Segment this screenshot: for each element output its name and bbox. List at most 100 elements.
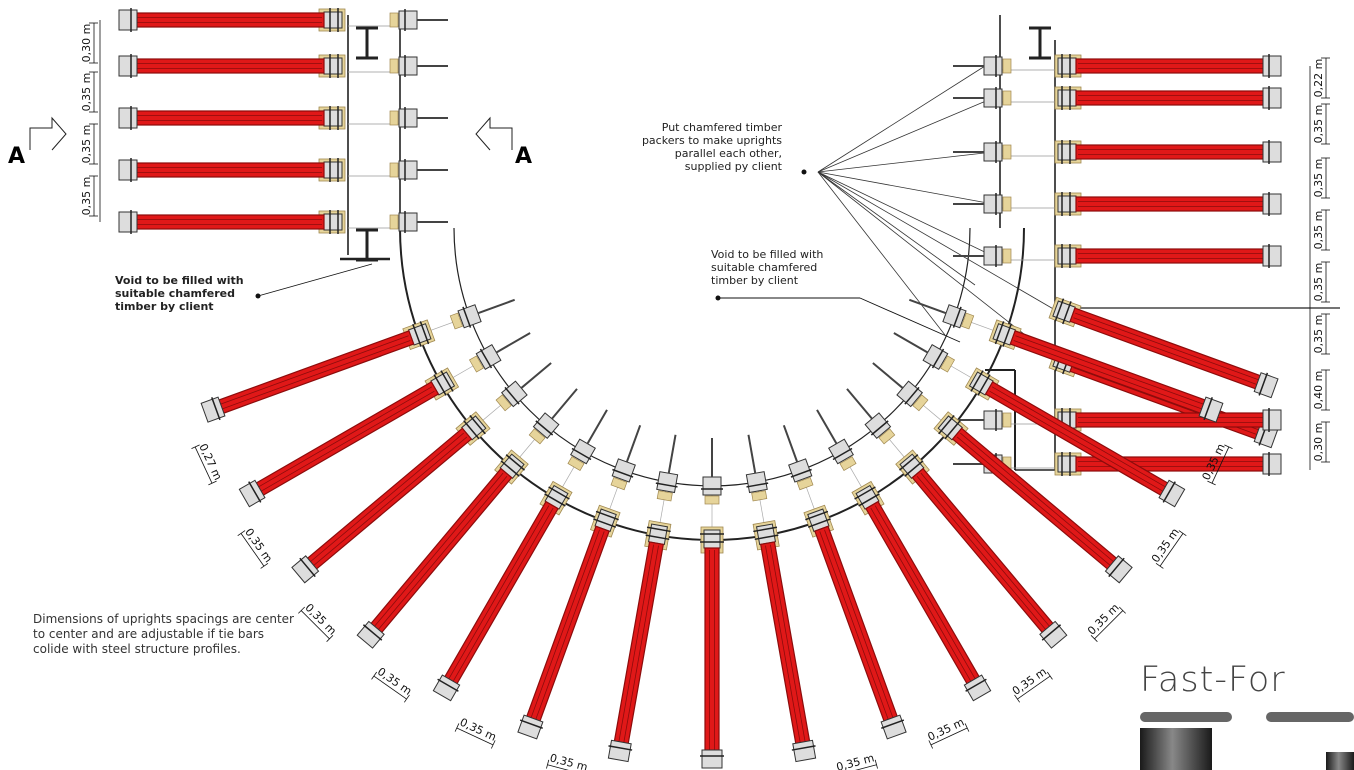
dimension-value: 0,35 m: [458, 716, 499, 744]
foot-plate-line: [1162, 481, 1176, 503]
prop-foot: [291, 555, 320, 584]
left-tiebar-4: [389, 159, 448, 181]
dimension-tick: [964, 723, 970, 732]
tie-bar-rod: [625, 424, 642, 463]
right-dimension-2: 0,35 m: [1312, 103, 1330, 145]
timber-packer: [940, 355, 956, 373]
dimension-tick: [874, 759, 878, 769]
left-prop-4: [118, 158, 346, 182]
prop-foot: [1262, 55, 1282, 77]
screw-jack-head: [1057, 143, 1077, 161]
dimension-tick: [260, 562, 269, 569]
steel-ibeam-top-right: [1029, 26, 1051, 60]
logo-bar-left: [1140, 712, 1232, 722]
jack-plate-line: [807, 518, 831, 528]
leader-line-7: [817, 171, 946, 336]
prop-foot: [792, 739, 817, 763]
tie-bar-rod: [872, 362, 904, 389]
leader-line-5: [817, 171, 994, 257]
prop-foot: [118, 107, 138, 129]
prop-tube: [1075, 58, 1266, 74]
prop-tube-edge: [313, 436, 468, 566]
timber-packer: [960, 312, 975, 330]
arc-dimension-11: 0,35 m: [1010, 665, 1053, 703]
prop-tube: [1075, 248, 1266, 264]
left-dimension-1: 0,30 m: [80, 22, 98, 64]
arc-prop-4: [356, 449, 529, 649]
timber-packer: [912, 394, 929, 412]
dimension-tick: [454, 723, 460, 732]
prop-tube-edge: [623, 545, 659, 743]
leader-line-2: [817, 97, 994, 173]
dimension-value: 0,35 m: [1312, 105, 1325, 144]
left-tiebar-3: [389, 107, 448, 129]
arc-dimension-4: 0,35 m: [371, 665, 414, 703]
prop-tube-edge: [378, 476, 508, 630]
leader-dot: [801, 169, 807, 175]
jack-plate-line: [419, 321, 430, 345]
dimension-value: 0,35 m: [80, 177, 93, 216]
prop-tube-edge: [258, 386, 433, 488]
jack-plate-line: [595, 510, 619, 521]
foot-plate-line: [362, 624, 383, 641]
foot-plate-line: [608, 745, 633, 751]
note-void-left: Void to be filled with suitable chamfere…: [115, 274, 244, 313]
arc-dimension-3: 0,35 m: [298, 601, 339, 642]
section-marker-right: A: [515, 144, 533, 169]
prop-tube-edge: [960, 432, 1114, 562]
tie-bar-rod: [893, 332, 929, 354]
prop-tube-edge: [220, 335, 409, 405]
jack-plate-line: [858, 493, 880, 507]
dimension-line: [300, 610, 330, 640]
dimension-tick: [546, 759, 550, 769]
timber-packer: [1002, 90, 1012, 106]
prop-tube-edge: [874, 505, 976, 680]
arc-prop-5: [432, 480, 573, 702]
right-dimension-6: 0,35 m: [1312, 313, 1330, 355]
left-tiebar-2: [389, 55, 448, 77]
prop-tube-edge: [618, 544, 655, 742]
arc-prop-6: [517, 504, 621, 740]
prop-tube-edge: [1075, 312, 1259, 381]
prop-tube: [1075, 90, 1266, 106]
left-dimension-2: 0,35 m: [80, 71, 98, 113]
prop-tube: [1075, 196, 1266, 212]
dimension-tick: [191, 444, 200, 450]
right-dimension-7: 0,40 m: [1312, 369, 1330, 411]
waler-clamp: [702, 476, 722, 496]
jack-plate-line: [977, 374, 991, 396]
fast-form-logo: Fast-For: [1138, 660, 1354, 770]
prop-foot: [607, 739, 632, 763]
jack-plate-line: [753, 526, 778, 533]
clamp-plate: [870, 420, 889, 436]
waler-clamp: [398, 108, 418, 128]
arc-prop-8: [700, 526, 724, 769]
dimension-value: 0,30 m: [80, 24, 93, 63]
dimension-line: [194, 446, 213, 484]
left-dimension-4: 0,35 m: [80, 175, 98, 217]
prop-tube-edge: [1073, 317, 1257, 385]
dimension-tick: [928, 740, 934, 749]
prop-tube-edge: [920, 472, 1050, 627]
logo-bar-right: [1266, 712, 1354, 722]
dimension-value: 0,35 m: [926, 716, 967, 744]
dimension-tick: [490, 740, 496, 749]
prop-tube: [759, 541, 811, 746]
prop-foot: [1039, 620, 1068, 649]
dimension-value: 0,35 m: [80, 73, 93, 112]
arc-dimension-12: 0,35 m: [1085, 601, 1126, 642]
dimension-tick: [1014, 694, 1021, 703]
screw-jack-head: [323, 161, 343, 179]
section-arrow-left: [29, 116, 67, 151]
left-prop-3: [118, 106, 346, 130]
tie-bar-rod: [495, 332, 531, 354]
right-dimension-4: 0,35 m: [1312, 209, 1330, 251]
prop-foot: [1262, 141, 1282, 163]
prop-tube-edge: [769, 544, 806, 742]
clamp-plate: [832, 447, 853, 461]
foot-plate-line: [881, 719, 905, 729]
right-prop-5: [1054, 244, 1282, 268]
timber-packer: [567, 456, 585, 472]
arc-dimension-6: 0,35 m: [546, 751, 589, 770]
